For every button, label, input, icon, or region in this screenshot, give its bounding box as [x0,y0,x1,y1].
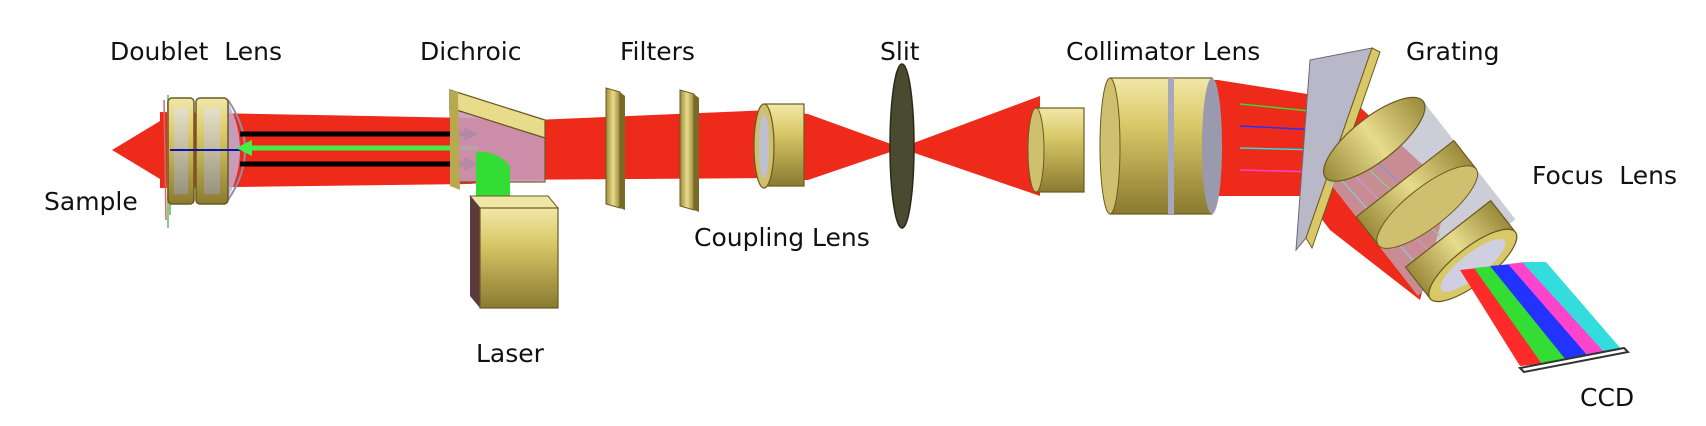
filter-2 [679,89,699,212]
spectrum-fan [1460,262,1622,366]
coupling-lens [753,103,805,189]
sample-focus-beam [112,118,165,182]
slit [889,63,915,229]
label-slit: Slit [880,37,920,66]
label-focus-lens: Focus Lens [1532,161,1677,190]
label-doublet-lens: Doublet Lens [110,37,282,66]
label-dichroic: Dichroic [420,37,522,66]
filter-beam [488,110,772,180]
label-coupling-lens: Coupling Lens [694,223,870,252]
slit-to-collimator-beam [900,96,1040,196]
filter-1 [605,87,625,210]
label-ccd: CCD [1580,383,1634,412]
ccd-detector [1517,346,1631,374]
label-sample: Sample [44,187,138,216]
collimator-lens [1027,77,1222,215]
focus-lens [1322,96,1518,303]
beam-arrows [236,127,478,171]
label-laser: Laser [476,339,545,368]
laser-box [468,195,560,309]
label-filters: Filters [620,37,695,66]
label-collimator-lens: Collimator Lens [1066,37,1260,66]
label-grating: Grating [1406,37,1499,66]
dichroic-mirror [449,89,546,196]
doublet-lens [167,97,250,205]
